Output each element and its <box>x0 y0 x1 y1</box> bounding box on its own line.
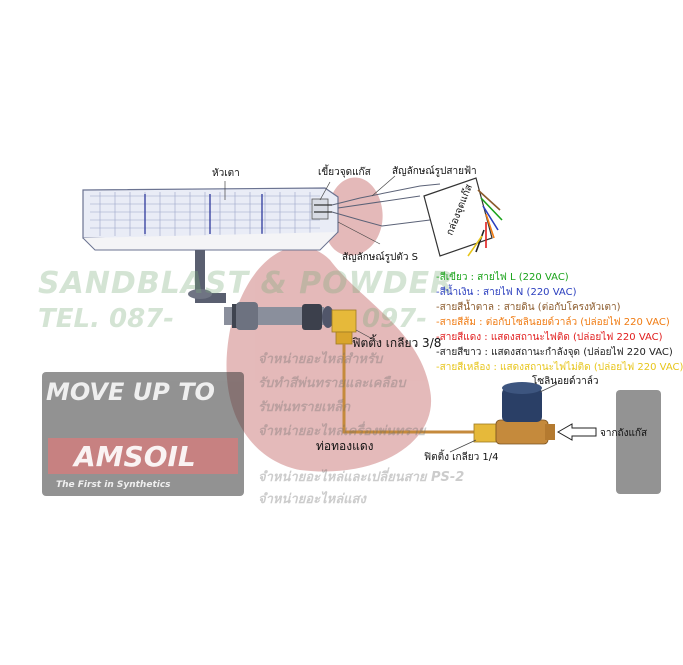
amsoil-name-text: AMSOIL <box>74 440 196 473</box>
copper-pipe <box>342 344 478 434</box>
ceramic-terminal-label: สัญลักษณ์รูปสายฟ้า <box>392 166 477 177</box>
control-box-wires <box>467 189 503 257</box>
legend-row-orange: -สายสีส้ม : ต่อกับโซลินอยด์วาล์ว (ปล่อยไ… <box>436 317 670 328</box>
control-box <box>423 177 493 257</box>
amsoil-left-watermark <box>42 372 244 496</box>
amsoil-top-text: MOVE UP TO <box>46 378 215 406</box>
watermark-service-1: จำหน่ายอะไหล่สำหรับ <box>258 352 383 367</box>
fitting-38-label: ฟิตติ้ง เกลียว 3/8 <box>352 336 442 350</box>
gas-pipe <box>188 250 334 330</box>
solenoid-valve <box>495 382 555 445</box>
watermark-line2: TEL. 087- <box>38 304 175 334</box>
watermark-service-4: จำหน่ายอะไหล่เครื่องพ่นทราย <box>258 424 426 439</box>
legend-row-blue: -สีน้ำเงิน : สายไฟ N (220 VAC) <box>436 287 577 298</box>
s-terminal-label: สัญลักษณ์รูปตัว S <box>342 252 419 263</box>
solenoid-label: โซลินอยด์วาล์ว <box>532 376 599 387</box>
inlet-arrow <box>556 423 597 441</box>
legend-row-white: -สายสีขาว : แสดงสถานะกำลังจุด (ปล่อยไฟ 2… <box>436 347 673 358</box>
spark-electrode <box>311 198 332 220</box>
legend-row-brown: -สายสีน้ำตาล : สายดิน (ต่อกับโครงหัวเตา) <box>436 302 621 313</box>
watermark-service-2: รับทำสีพ่นทรายและเคลือบ <box>258 376 406 391</box>
amsoil-right-watermark <box>616 390 661 494</box>
watermark-service-6: จำหน่ายอะไหล่แสง <box>258 492 366 507</box>
copper-pipe-label: ท่อทองแดง <box>316 439 374 453</box>
wire-legend: -สีเขียว : สายไฟ L (220 VAC) -สีน้ำเงิน … <box>436 270 683 375</box>
watermark-line1: SANDBLAST & POWDER <box>38 266 455 301</box>
burner-head <box>82 187 339 251</box>
watermark-line2b: 097- <box>362 304 428 334</box>
legend-row-green: -สีเขียว : สายไฟ L (220 VAC) <box>436 272 569 283</box>
fitting-38 <box>331 309 357 345</box>
legend-row-red: -สายสีแดง : แสดงสถานะไฟติด (ปล่อยไฟ 220 … <box>436 332 663 343</box>
leader-lines <box>224 175 558 453</box>
watermark-service-3: รับพ่นทรายเหล็ก <box>258 400 351 415</box>
watermark-figure <box>226 177 432 472</box>
burner-head-label: หัวเตา <box>212 168 240 179</box>
gas-burner-diagram: กล่องจุดแก๊ส <box>38 166 683 507</box>
amsoil-tag-text: The First in Synthetics <box>56 480 171 490</box>
fitting-14 <box>473 423 497 443</box>
diagram-drawing: กล่องจุดแก๊ส <box>42 175 661 496</box>
gas-spark-label: เขี้ยวจุดแก๊ส <box>318 167 371 178</box>
cable-bundle <box>331 183 441 227</box>
legend-row-yellow: -สายสีเหลือง : แสดงสถานะไฟไม่ติด (ปล่อยไ… <box>436 362 683 373</box>
watermark-service-5: จำหน่ายอะไหล่และเปลี่ยนสาย PS-2 <box>258 470 465 485</box>
from-tank-label: จากถังแก๊ส <box>600 428 648 439</box>
fitting-14-label: ฟิตติ้ง เกลียว 1/4 <box>424 452 499 463</box>
